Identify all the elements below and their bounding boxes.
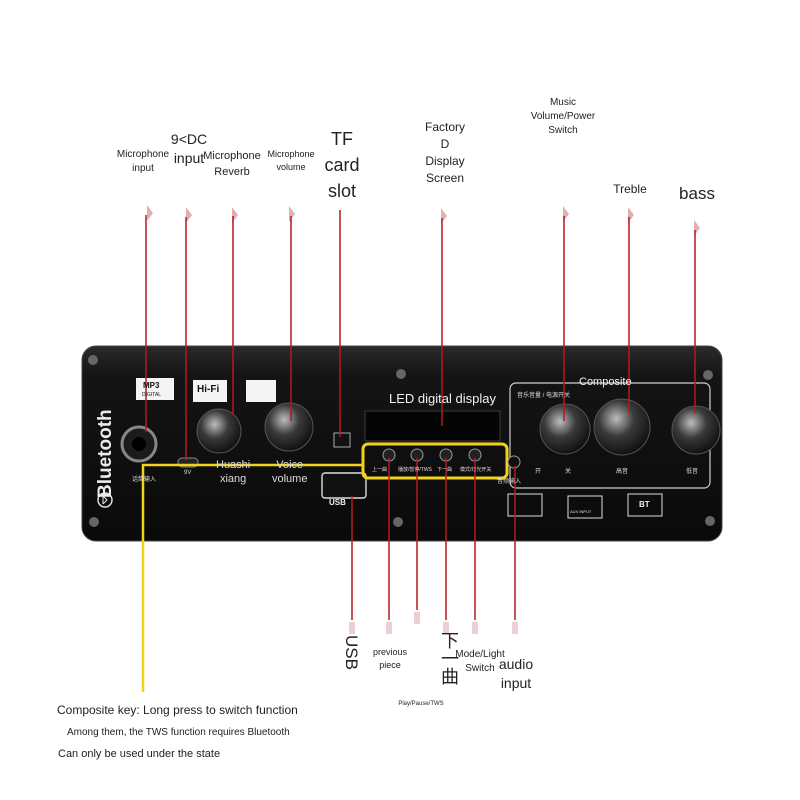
- screw-tr: [703, 370, 713, 380]
- panel-composite-label: Composite: [579, 376, 632, 388]
- panel-digital: DIGITAL: [142, 392, 162, 398]
- screw-bc: [393, 517, 403, 527]
- label-treble: Treble: [613, 182, 647, 196]
- panel-button-mode-cn: 模式/灯光开关: [460, 467, 492, 473]
- panel-close-cn: 关: [565, 469, 572, 475]
- panel-hifi: Hi-Fi: [197, 384, 220, 395]
- label-bass: bass: [679, 184, 715, 203]
- panel-music-vol-cn: 音乐音量 / 电源开关: [517, 393, 571, 399]
- panel-led-digital-display: LED digital display: [389, 391, 496, 406]
- panel-mp3: MP3: [143, 381, 160, 390]
- bt-badge: [627, 493, 663, 517]
- composite-key-note-line1: Composite key: Long press to switch func…: [57, 703, 298, 717]
- aux-input-badge: [567, 495, 603, 519]
- screw-tc: [396, 369, 406, 379]
- pin-mic-input: [147, 205, 153, 221]
- panel-dc-cn: 9V: [184, 470, 192, 476]
- leader-composite-key: [141, 463, 364, 692]
- label-play-pause-tws: Play/Pause/TWS: [398, 701, 444, 707]
- faded-line-tails: [349, 612, 518, 634]
- panel-bass-cn: 低音: [686, 469, 699, 475]
- audio-input-jack: [507, 455, 521, 469]
- leader-lines: [145, 210, 696, 620]
- radio-badge: [246, 380, 276, 402]
- pin-mic-volume: [289, 206, 295, 222]
- pin-markers: [147, 205, 700, 236]
- buttons-group-outline: [361, 442, 509, 480]
- panel-bt-badge: BT: [639, 500, 650, 509]
- tf-card-slot: [333, 432, 351, 448]
- panel-button-play-cn: 播放/暂停/TWS: [398, 467, 432, 473]
- treble-knob: [593, 398, 651, 456]
- composite-key-note-line3: Can only be used under the state: [58, 748, 221, 760]
- bass-knob: [671, 405, 721, 455]
- bluetooth-rune-icon: [102, 495, 108, 505]
- led-display-window: [364, 410, 501, 442]
- amplifier-panel: Bluetooth: [81, 345, 723, 542]
- screw-tl: [88, 355, 98, 365]
- bluetooth-icon: [97, 492, 113, 508]
- label-usb: USB: [342, 634, 361, 670]
- panel-open-cn: 开: [535, 469, 542, 475]
- mic-reverb-knob: [196, 408, 242, 454]
- panel-mic-jack-cn: 话筒输入: [132, 477, 157, 483]
- panel-button-next-cn: 下一曲: [437, 467, 453, 473]
- screw-bl: [89, 517, 99, 527]
- screw-br: [705, 516, 715, 526]
- panel-usb-logo: USB: [329, 498, 346, 507]
- music-volume-knob: [539, 403, 591, 455]
- hifi-badge: [193, 380, 227, 402]
- pin-dc-input: [186, 207, 192, 223]
- composite-key-note-line2: Among them, the TWS function requires Bl…: [67, 727, 290, 738]
- panel-button-prev-cn: 上一曲: [372, 467, 388, 473]
- usb-port: [321, 472, 367, 499]
- panel-treble-cn: 高音: [616, 469, 629, 475]
- panel-audio-in-cn: 音频输入: [497, 479, 522, 485]
- panel-aux-badge: AUX INPUT: [570, 509, 592, 514]
- bluetooth-logo: Bluetooth: [95, 409, 116, 498]
- bluetooth-logo-text: Bluetooth: [95, 409, 116, 498]
- car-control-badge: [507, 493, 543, 517]
- label-next-track: 下一曲: [439, 631, 459, 685]
- mic-volume-knob: [264, 402, 314, 452]
